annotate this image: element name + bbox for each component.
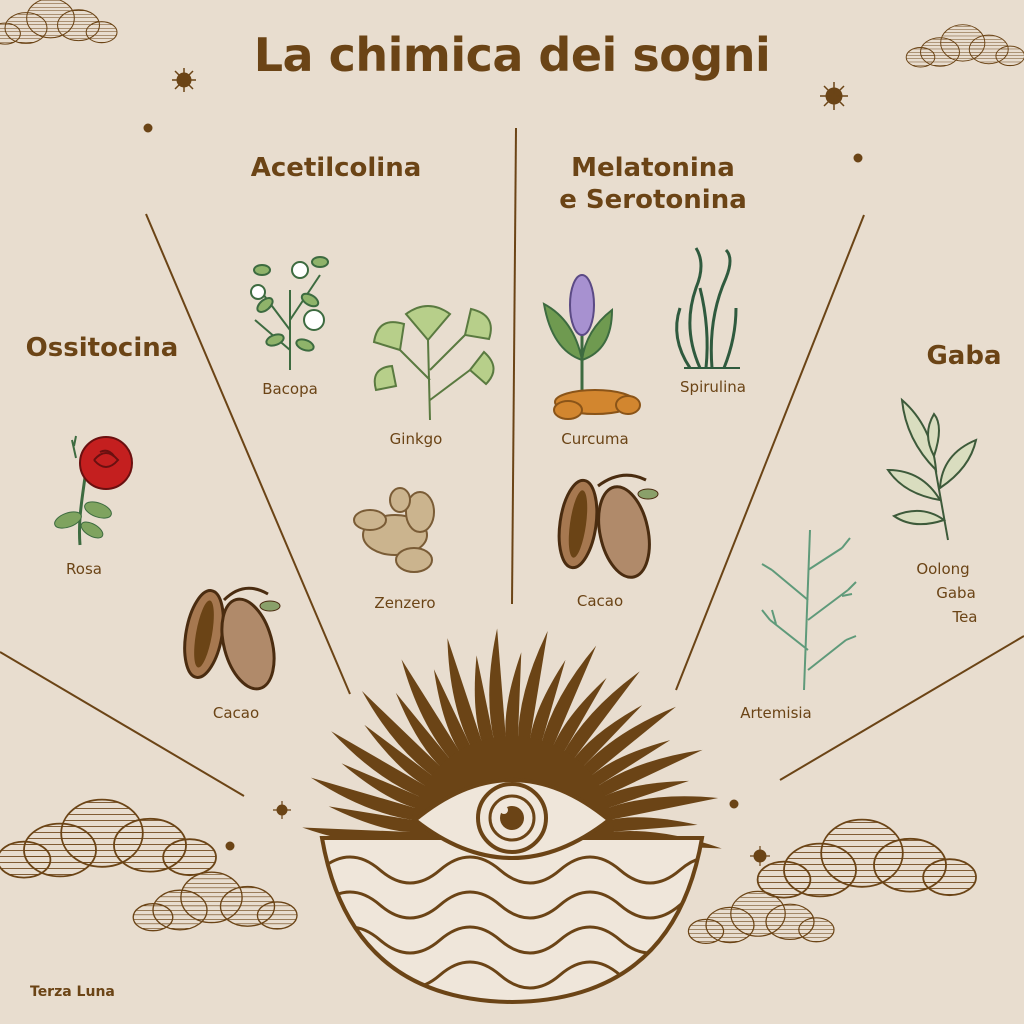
star-icon <box>820 82 848 110</box>
divider-line <box>0 651 245 797</box>
sun-ray <box>361 691 445 779</box>
star-icon <box>172 68 196 92</box>
divider-line <box>675 214 865 691</box>
sun-ray <box>561 671 640 763</box>
plant-label-rosa: Rosa <box>66 560 102 578</box>
plant-label-oolong: Oolong <box>916 560 970 578</box>
sun-ray <box>505 652 522 743</box>
sun-ray <box>529 659 566 747</box>
sun-ray <box>517 631 548 744</box>
plant-label-gaba: Gaba <box>936 584 976 602</box>
sun-ray <box>433 669 473 756</box>
cloud-icon <box>756 818 977 899</box>
sun-ray <box>395 692 453 771</box>
sun-ray <box>474 655 495 747</box>
sun-ray <box>331 731 430 799</box>
sun-ray <box>551 677 607 756</box>
cloud-icon <box>132 871 298 932</box>
plant-label-bacopa: Bacopa <box>262 380 318 398</box>
divider-line <box>511 127 517 605</box>
sun-ray <box>606 817 698 833</box>
cacao-icon <box>183 586 281 691</box>
star-icon <box>273 801 291 819</box>
plant-label-cacao: Cacao <box>212 704 260 722</box>
sun-ray <box>571 705 643 771</box>
sun-eye-icon <box>302 628 722 1005</box>
star-icon <box>750 846 770 866</box>
bacopa-icon <box>250 256 329 370</box>
plant-label-zenzero: Zenzero <box>374 594 436 612</box>
sun-ray <box>603 796 719 821</box>
plant-label-ginkgo: Ginkgo <box>389 430 443 448</box>
brand-name: Terza Luna <box>30 984 115 1000</box>
sun-ray <box>341 763 425 810</box>
page-title: La chimica dei sogni <box>253 28 771 82</box>
heading-acetilcolina: Acetilcolina <box>250 153 422 183</box>
plant-label-artemisia: Artemisia <box>740 704 812 722</box>
sun-ray <box>310 777 421 821</box>
cloud-icon <box>687 890 835 945</box>
curcuma-icon <box>542 274 641 420</box>
plant-label-curcuma: Curcuma <box>561 430 629 448</box>
sun-ray <box>328 806 418 833</box>
star-icon <box>729 799 739 809</box>
spirulina-icon <box>675 247 740 369</box>
sun-ray <box>447 638 484 751</box>
plant-label-cacao: Cacao <box>576 592 624 610</box>
rose-icon <box>54 435 133 546</box>
star-icon <box>853 153 863 163</box>
artemisia-icon <box>761 529 857 691</box>
tea-icon <box>886 397 978 541</box>
sun-ray <box>587 740 671 789</box>
sun-ray <box>364 724 437 789</box>
star-icon <box>143 123 153 133</box>
star-icon <box>225 841 235 851</box>
heading-serotonina: e Serotonina <box>559 185 747 215</box>
plant-label-spirulina: Spirulina <box>680 378 746 396</box>
ginkgo-icon <box>372 305 495 421</box>
cloud-icon <box>0 798 217 879</box>
divider-line <box>779 635 1024 781</box>
divider-line <box>145 213 351 695</box>
heading-ossitocina: Ossitocina <box>25 333 179 363</box>
heading-melatonina: Melatonina <box>571 153 735 183</box>
sun-ray <box>540 645 597 751</box>
heading-gaba: Gaba <box>926 341 1002 371</box>
plant-label-tea: Tea <box>952 608 978 626</box>
ginger-icon <box>353 487 435 573</box>
cacao-icon <box>557 473 659 579</box>
divider-lines <box>0 127 1024 797</box>
sun-ray <box>579 706 676 779</box>
sun-ray <box>599 780 689 810</box>
sun-ray <box>594 749 703 799</box>
sun-ray <box>401 659 463 763</box>
sun-ray <box>489 628 507 744</box>
